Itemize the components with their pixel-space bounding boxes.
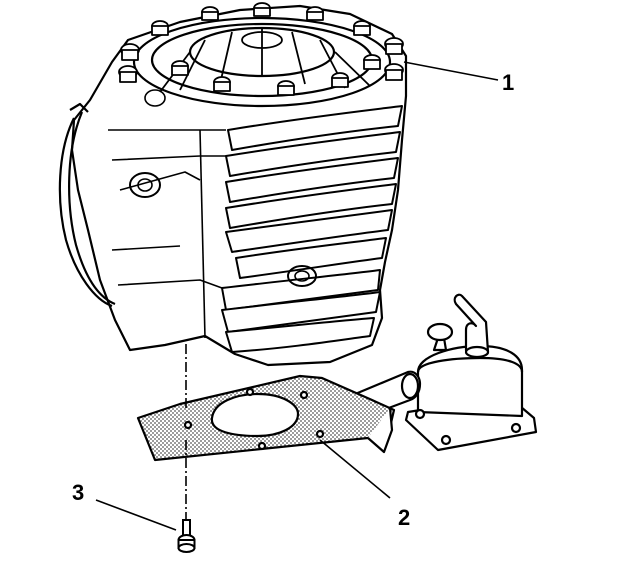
cooling-fins [221, 105, 403, 353]
mounting-gasket [136, 374, 396, 462]
leader-line-3 [95, 499, 177, 531]
side-boss [129, 172, 161, 198]
filter-housing [348, 293, 538, 452]
callout-number-3: 3 [72, 480, 84, 505]
gasket-opening [210, 392, 300, 438]
cover-bolts [118, 2, 404, 96]
leader-line-2 [319, 439, 391, 499]
callout-number-1: 1 [502, 70, 514, 95]
leader-line-1 [403, 61, 499, 81]
cylinder-body-outline [70, 4, 408, 367]
bolt [177, 519, 196, 553]
left-flange [58, 117, 113, 308]
cylinder-assembly [58, 2, 408, 367]
port-fitting [287, 265, 317, 287]
callout-number-2: 2 [398, 505, 410, 530]
top-cover [132, 16, 392, 108]
